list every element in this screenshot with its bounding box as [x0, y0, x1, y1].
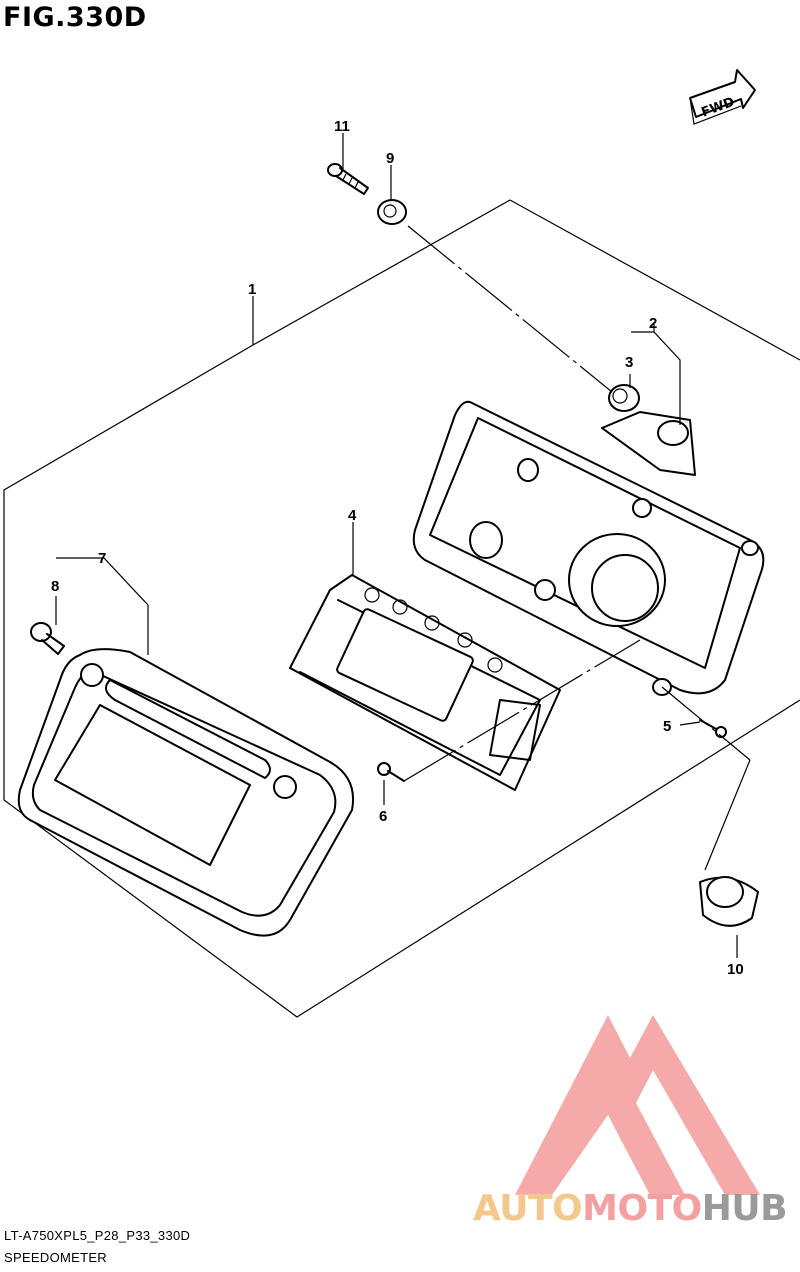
- screw-6-icon: [377, 762, 405, 782]
- callout-8: 8: [51, 578, 59, 595]
- callout-2: 2: [649, 315, 657, 332]
- callout-9: 9: [386, 150, 394, 167]
- fwd-arrow-icon: FWD: [689, 69, 756, 125]
- triangle-m-logo-icon: [515, 1015, 760, 1195]
- callout-3: 3: [625, 354, 633, 371]
- lcd-unit-4: [289, 574, 561, 791]
- callout-1: 1: [248, 281, 256, 298]
- screw-11-icon: [327, 163, 369, 195]
- screw-5-icon: [699, 719, 727, 738]
- cap-10-icon: [699, 876, 759, 927]
- grommet-9-icon: [377, 199, 407, 225]
- grommet-3-icon: [608, 384, 640, 412]
- assembly-outline: [252, 199, 800, 361]
- watermark-part-moto: MOTO: [582, 1188, 702, 1229]
- meter-case: [412, 400, 765, 696]
- leader-lines: [55, 133, 751, 958]
- callout-4: 4: [348, 507, 357, 524]
- watermark-text: AUTOMOTOHUB: [473, 1188, 788, 1229]
- watermark-part-auto: AUTO: [473, 1188, 583, 1229]
- watermark-part-hub: HUB: [701, 1188, 788, 1229]
- figure-title: FIG.330D: [3, 2, 147, 33]
- callout-7: 7: [98, 550, 106, 567]
- callout-10: 10: [727, 961, 744, 978]
- bolt-8-icon: [30, 622, 65, 655]
- callout-5: 5: [663, 718, 671, 735]
- footer-name: SPEEDOMETER: [4, 1250, 107, 1265]
- meter-cover-7: [17, 648, 354, 937]
- callout-11: 11: [334, 118, 350, 135]
- callout-6: 6: [379, 808, 387, 825]
- footer-code: LT-A750XPL5_P28_P33_330D: [4, 1228, 191, 1243]
